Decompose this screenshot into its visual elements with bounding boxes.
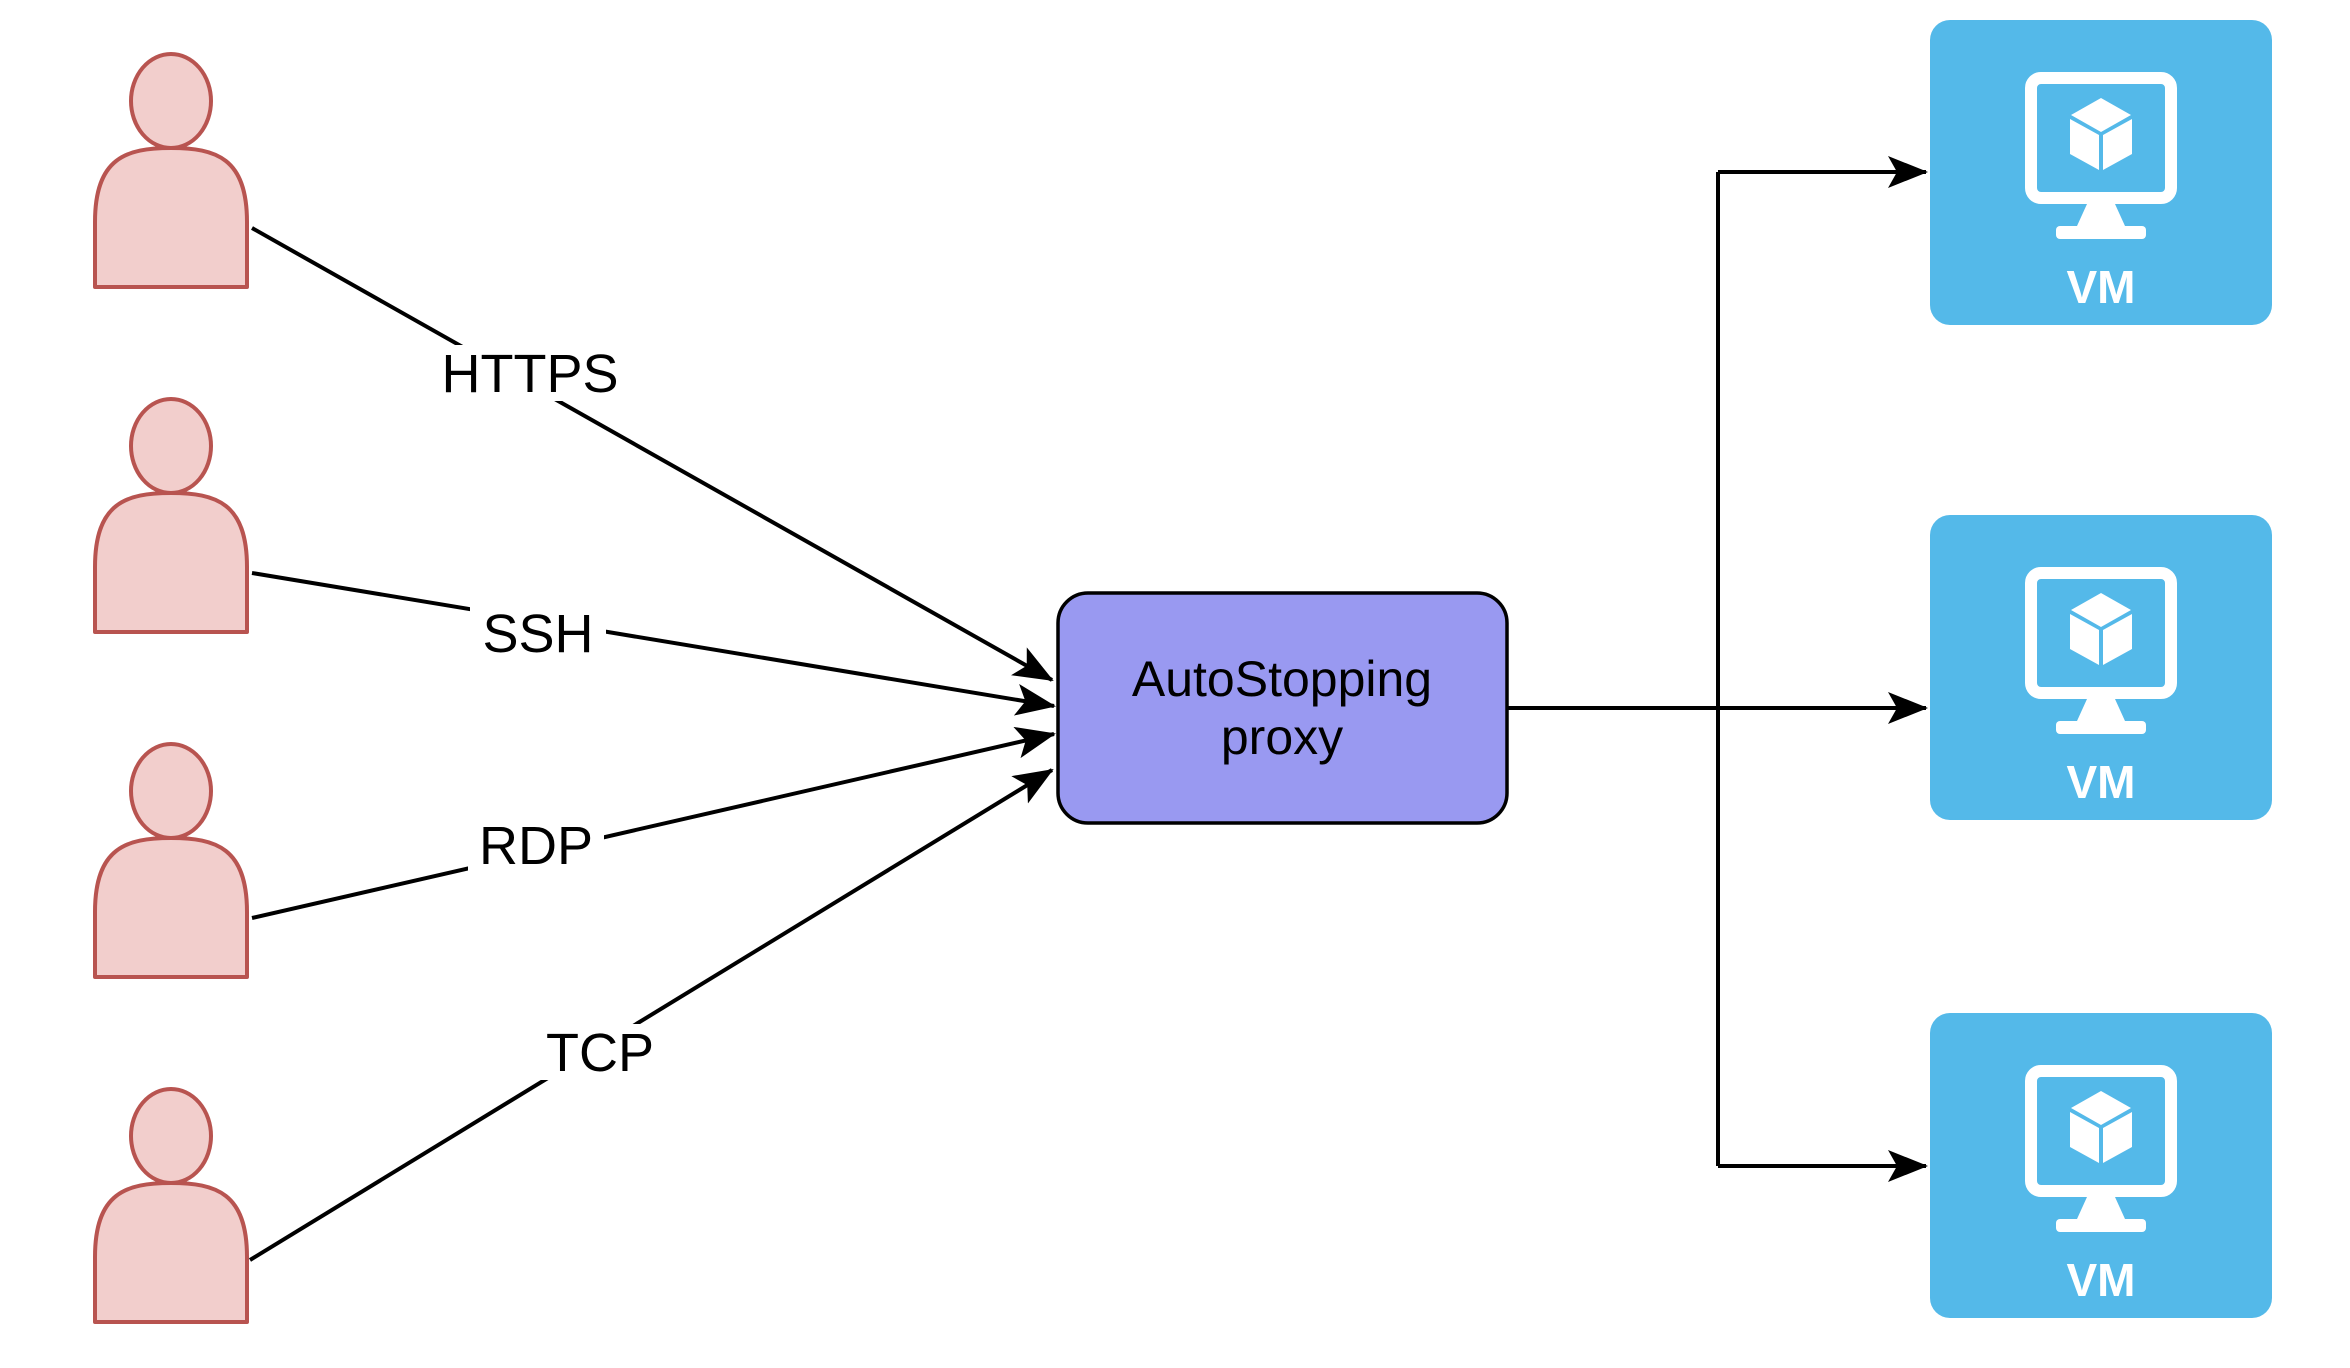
- connection-label-tcp: TCP: [546, 1023, 654, 1083]
- label-background: [532, 1024, 668, 1080]
- vm-label: VM: [2067, 1254, 2136, 1306]
- vm-node: VM: [1930, 515, 2272, 820]
- connection-line-ssh: [251, 571, 1056, 716]
- vm-label: VM: [2067, 261, 2136, 313]
- proxy-label-line1: AutoStopping: [1132, 651, 1432, 707]
- vm-box: [1930, 20, 2272, 325]
- user-icon: [93, 52, 249, 289]
- label-background: [420, 345, 640, 401]
- vm-node: VM: [1930, 20, 2272, 325]
- vm-label: VM: [2067, 756, 2136, 808]
- connection-label-rdp: RDP: [479, 816, 593, 876]
- vm-box: [1930, 515, 2272, 820]
- connection-line-rdp: [251, 726, 1056, 920]
- user-icon: [93, 742, 249, 979]
- user-icon: [93, 397, 249, 634]
- connection-label-https: HTTPS: [441, 344, 618, 404]
- label-background: [470, 605, 606, 661]
- vm-node: VM: [1930, 1013, 2272, 1318]
- user-icon: [93, 1087, 249, 1324]
- connection-line-tcp: [248, 768, 1054, 1262]
- label-background: [468, 817, 604, 873]
- autostopping-proxy-box: [1056, 591, 1509, 825]
- connection-line-https: [251, 226, 1054, 682]
- vm-box: [1930, 1013, 2272, 1318]
- connection-label-ssh: SSH: [482, 604, 593, 664]
- proxy-label-line2: proxy: [1221, 709, 1343, 765]
